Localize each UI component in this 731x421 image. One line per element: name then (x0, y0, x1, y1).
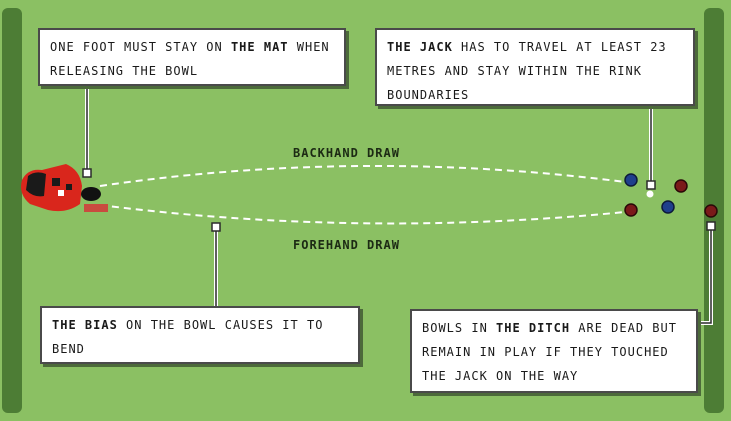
bowl-blue-1 (624, 173, 638, 187)
mat (84, 204, 108, 212)
bowler (21, 164, 82, 212)
jack-callout-bold: the jack (387, 40, 453, 54)
mat-callout-bold: the mat (230, 40, 289, 54)
backhand-draw-label: backhand draw (293, 146, 400, 160)
jack-callout: the jack has to travel at least 23 metre… (375, 28, 695, 106)
mat-callout: one foot must stay on the mat when relea… (38, 28, 346, 86)
bias-callout-text-rest: on the bowl causes it to bend (52, 318, 324, 356)
jack-callout-text-rest: has to travel at least 23 metres and sta… (387, 40, 667, 102)
mat-callout-text: one foot must stay on (50, 40, 231, 54)
bowl-in-ditch (704, 204, 718, 218)
bias-callout-bold: the bias (52, 318, 118, 332)
ditch-callout: bowls in the ditch are dead but remain i… (410, 309, 698, 393)
bowl-red-2 (624, 203, 638, 217)
forehand-draw-label: forehand draw (293, 238, 400, 252)
left-ditch (2, 8, 22, 413)
bowl-red-1 (674, 179, 688, 193)
mat-callout-text-rest: when releasing the bowl (50, 40, 330, 78)
bowl-blue-2 (661, 200, 675, 214)
forehand-draw-path (99, 204, 626, 225)
leader-lines (85, 86, 713, 325)
jack (646, 190, 654, 198)
ditch-callout-text-rest: are dead but remain in play if they touc… (422, 321, 677, 383)
ditch-callout-bold: the ditch (496, 321, 571, 335)
bias-callout: the bias on the bowl causes it to bend (40, 306, 360, 364)
bowl-in-hand (81, 187, 101, 201)
ditch-callout-text: bowls in (422, 321, 497, 335)
backhand-draw-path (99, 164, 626, 187)
